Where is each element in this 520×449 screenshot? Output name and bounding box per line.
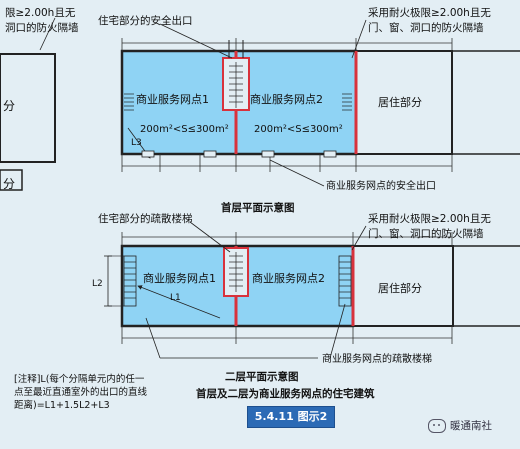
floor2-shop-stair-label: 商业服务网点的疏散楼梯 <box>322 352 432 365</box>
floor1-exit-pointer <box>269 159 325 187</box>
top-left-label-2: 洞口的防火隔墙 <box>5 21 79 34</box>
left-fragment-bottom-text: 分 <box>3 177 15 191</box>
floor1-firewall-label-2: 门、窗、洞口的防火隔墙 <box>368 21 484 34</box>
watermark: 暖通南社 <box>428 418 492 433</box>
note-line-1: [注释]L(每个分隔单元内的任一 <box>14 374 145 385</box>
figure-subtitle: 首层及二层为商业服务网点的住宅建筑 <box>196 388 375 400</box>
floor1-shop-exit-label: 商业服务网点的安全出口 <box>326 179 436 192</box>
floor1-l3-label: L3 <box>131 138 142 148</box>
floor1-shop1-stair-marks <box>124 93 134 111</box>
floor2-plan <box>104 221 520 359</box>
note-block: [注释]L(每个分隔单元内的任一 点至最近直通室外的出口的直线 距离)=L1+1… <box>14 373 184 412</box>
figure-label: 5.4.11 图示2 <box>247 406 335 428</box>
floor2-l2-label: L2 <box>92 279 103 289</box>
watermark-text: 暖通南社 <box>450 420 492 432</box>
floor1-area2-label: 200m²<S≤300m² <box>254 124 343 135</box>
note-line-2: 点至最近直通室外的出口的直线 <box>14 387 148 398</box>
floor1-shop2-label: 商业服务网点2 <box>250 92 323 106</box>
floor2-residential-label: 居住部分 <box>378 281 422 295</box>
floor2-stair-label: 住宅部分的疏散楼梯 <box>98 212 193 225</box>
floor1-residential-exit-pointer <box>159 23 233 59</box>
floor2-shop-stair-pointer <box>329 303 346 359</box>
floor1-firewall-pointer <box>351 19 367 59</box>
floor2-stair-pointer <box>189 221 231 253</box>
floor1-residential-area <box>355 50 453 155</box>
top-left-label-1: 限≥2.00h且无 <box>5 7 76 19</box>
floor1-shop-exits <box>141 150 337 158</box>
floor1-shop2-stair-marks <box>342 93 352 111</box>
floor2-shop1-label: 商业服务网点1 <box>143 271 216 285</box>
note-line-3: 距离)=L1+1.5L2+L3 <box>14 400 110 411</box>
floor2-shop2-stair <box>338 255 352 307</box>
left-fragment-bottom: 分 <box>0 169 23 191</box>
floor1-plan <box>120 19 520 187</box>
floor2-l1-line <box>137 285 221 319</box>
floor2-l1-label: L1 <box>170 293 181 303</box>
floor2-firewall-label-2: 门、窗、洞口的防火隔墙 <box>368 227 484 240</box>
floor1-residential-exit-label: 住宅部分的安全出口 <box>98 14 193 27</box>
floor2-firewall-label-1: 采用耐火极限≥2.00h且无 <box>368 212 491 225</box>
floor1-caption: 首层平面示意图 <box>221 201 295 214</box>
floor1-residential-label: 居住部分 <box>378 95 422 109</box>
floor1-shop1-label: 商业服务网点1 <box>136 92 209 106</box>
floor2-firewall-pointer <box>351 225 367 251</box>
floor2-caption: 二层平面示意图 <box>225 370 299 383</box>
floor2-shop1-stair <box>123 255 137 307</box>
floor1-area1-label: 200m²<S≤300m² <box>140 124 229 135</box>
chat-bubble-icon <box>428 418 446 433</box>
left-fragment-top-text: 分 <box>3 99 15 113</box>
floor2-shop2-label: 商业服务网点2 <box>252 271 325 285</box>
left-fragment-top: 分 <box>0 17 56 163</box>
floor1-firewall-label-1: 采用耐火极限≥2.00h且无 <box>368 6 491 19</box>
